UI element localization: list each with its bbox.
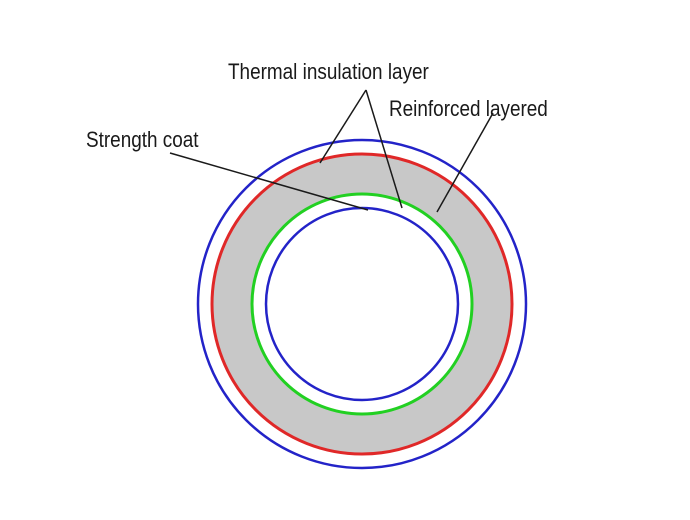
reinforced-leader-line xyxy=(436,112,494,213)
reinforced-layered-label: Reinforced layered xyxy=(389,96,548,121)
thermal-leader-line-right xyxy=(365,89,403,209)
inner-ring xyxy=(264,206,460,402)
thermal-insulation-label: Thermal insulation layer xyxy=(228,59,429,84)
thermal-leader-line-left xyxy=(319,89,367,164)
strength-coat-leader-line xyxy=(169,152,369,211)
strength-coat-label: Strength coat xyxy=(86,127,199,152)
